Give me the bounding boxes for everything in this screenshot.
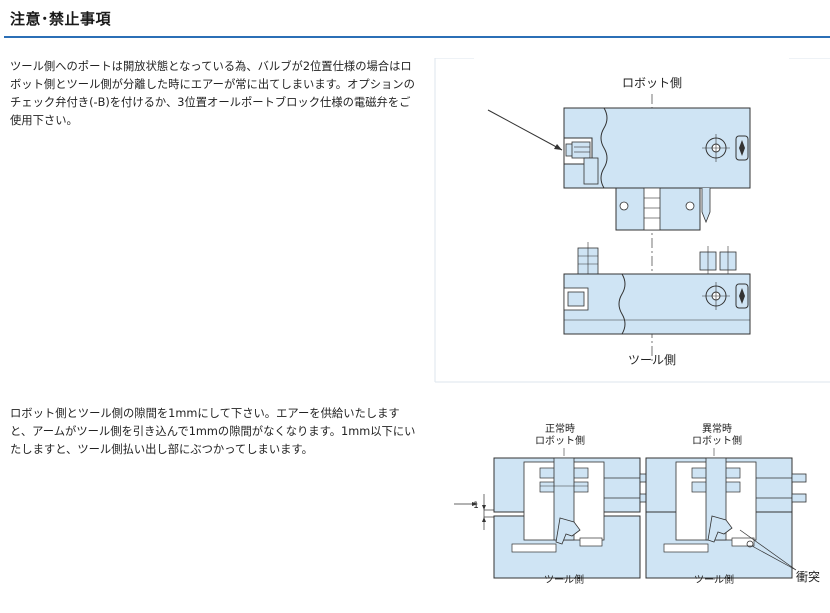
robot-side-label: ロボット側 [622,76,682,90]
note-paragraph-2: ロボット側とツール側の隙間を1mmにして下さい。エアーを供給いたしますと、アーム… [10,407,416,456]
robot-side-label-abnormal: ロボット側 [692,434,742,447]
tool-side-block [563,273,751,335]
tool-side-fittings [577,242,737,278]
collision-leader-2 [739,529,797,571]
pointer-arrow [487,109,563,151]
collision-label: 衝突 [796,569,820,584]
normal-assembly [493,457,655,579]
cylinder-section [615,187,711,231]
collision-leader-1 [751,545,797,571]
tool-side-label-normal: ツール側 [544,573,584,586]
abnormal-assembly [645,457,807,579]
robot-side-block [563,107,751,189]
tool-side-label: ツール側 [628,353,676,367]
gap-diagram: 正常時 ロボット側 異常時 ロボット側 1 [454,422,820,586]
section-title: 注意･禁止事項 [10,10,112,28]
tool-side-label-abnormal: ツール側 [694,573,734,586]
title-underline [4,36,830,38]
gap-dimension: 1 [454,494,494,530]
robot-side-label-normal: ロボット側 [535,434,585,447]
gap-value-label: 1 [473,501,479,511]
abnormal-state-label: 異常時 [702,422,732,435]
normal-state-label: 正常時 [545,422,575,435]
note-paragraph-1: ツール側へのポートは開放状態となっている為、バルブが2位置仕様の場合はロボット側… [10,60,415,127]
port-diagram: ロボット側 [434,58,830,383]
